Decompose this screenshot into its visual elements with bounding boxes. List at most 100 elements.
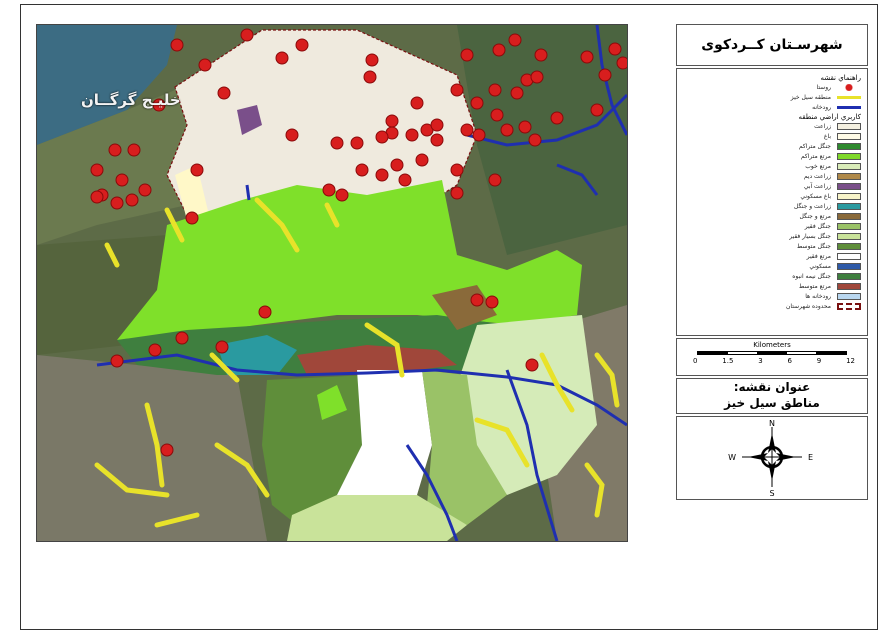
village-point	[175, 331, 189, 345]
legend-swatch	[837, 153, 861, 160]
legend-label: زراعت و جنگل	[793, 203, 831, 210]
village-point	[470, 96, 484, 110]
legend-swatch	[837, 283, 861, 290]
village-point	[258, 305, 272, 319]
village-point	[198, 58, 212, 72]
village-point	[365, 53, 379, 67]
flood-zone	[324, 202, 340, 228]
legend-label: محدوده شهرستان	[785, 303, 831, 310]
village-point	[450, 163, 464, 177]
legend-label: باغ	[823, 133, 831, 140]
village-point	[510, 86, 524, 100]
scale-tick: 6	[787, 357, 792, 365]
scale-tick: 0	[693, 357, 698, 365]
village-point	[450, 186, 464, 200]
legend-item: مرتع فقير	[683, 252, 861, 261]
compass-w: W	[728, 453, 736, 462]
village-point	[90, 190, 104, 204]
village-point	[350, 136, 364, 150]
legend-label: روستا	[816, 84, 831, 91]
legend-label: مرتع فقير	[806, 253, 831, 260]
village-point	[460, 48, 474, 62]
legend-label: جنگل بسيار فقير	[789, 233, 831, 240]
flood-zone	[594, 352, 620, 408]
landuse-medium-rangeland	[297, 345, 457, 375]
village-point	[450, 83, 464, 97]
landuse-poor-forest	[422, 370, 507, 525]
north-arrow-icon: N S E W	[728, 419, 813, 498]
legend-label: زراعت	[814, 123, 831, 130]
legend-label: مرتع متراکم	[800, 153, 831, 160]
village-point	[492, 43, 506, 57]
legend-item: رودخانه	[683, 103, 861, 112]
village-point	[110, 354, 124, 368]
legend-swatch	[837, 203, 861, 210]
legend-swatch	[837, 106, 861, 109]
county-title: شهرسـتان کــردکوی	[701, 37, 843, 53]
village-point	[125, 193, 139, 207]
legend-item: جنگل بسيار فقير	[683, 232, 861, 241]
legend-swatch	[837, 273, 861, 280]
flood-map	[37, 25, 627, 541]
village-point	[485, 295, 499, 309]
village-point	[616, 56, 627, 70]
river-east	[595, 25, 627, 136]
legend-swatch	[837, 183, 861, 190]
river-northeast	[466, 93, 627, 147]
legend-item: مرتع خوب	[683, 162, 861, 171]
scale-tick: 12	[846, 357, 855, 365]
flood-zone	[474, 417, 530, 468]
legend-item: روستا	[683, 83, 861, 92]
village-point	[355, 163, 369, 177]
flood-zone	[364, 322, 405, 378]
legend-label: رودخانه	[812, 104, 831, 111]
legend-item: زراعت	[683, 122, 861, 131]
village-point	[215, 340, 229, 354]
village-point	[375, 130, 389, 144]
legend-swatch	[837, 193, 861, 200]
compass-e: E	[808, 453, 813, 462]
map-title-box: عنوان نقشه: مناطق سيل خيز	[676, 378, 868, 414]
village-point	[500, 123, 514, 137]
village-point	[508, 33, 522, 47]
legend-swatch	[837, 123, 861, 130]
village-point	[170, 38, 184, 52]
village-point	[398, 173, 412, 187]
legend-swatch	[837, 173, 861, 180]
village-point	[580, 50, 594, 64]
village-point	[410, 96, 424, 110]
scale-tick: 9	[816, 357, 822, 365]
village-point	[530, 70, 544, 84]
legend-swatch	[837, 243, 861, 250]
legend-swatch	[837, 163, 861, 170]
legend-label: زراعت آبي	[803, 183, 831, 190]
village-point	[240, 28, 254, 42]
village-point	[160, 443, 174, 457]
scale-ticks: 0 1.5 3 6 9 12	[693, 357, 855, 365]
legend-label: مرتع و جنگل	[799, 213, 831, 220]
scale-bar	[697, 351, 847, 355]
landuse-poor-rangeland	[337, 370, 432, 505]
landuse-rangeland-patch	[317, 385, 347, 420]
village-point	[115, 173, 129, 187]
village-point	[295, 38, 309, 52]
village-point	[470, 293, 484, 307]
legend-swatch	[837, 263, 861, 270]
village-point	[152, 98, 166, 112]
map-canvas: خلیـج گرگــان	[36, 24, 628, 542]
flood-zone	[254, 197, 300, 253]
legend-label: جنگل متراکم	[798, 143, 831, 150]
flood-zone	[154, 512, 200, 528]
landuse-very-poor-forest	[287, 495, 467, 541]
village-point	[148, 343, 162, 357]
compass-s: S	[769, 489, 774, 498]
village-point	[375, 168, 389, 182]
legend-swatch	[837, 293, 861, 300]
village-point	[185, 211, 199, 225]
legend-swatch	[837, 223, 861, 230]
village-point	[385, 114, 399, 128]
map-title-value: مناطق سيل خيز	[724, 396, 820, 410]
legend-heading: کاربري اراضي منطقه	[798, 113, 861, 121]
